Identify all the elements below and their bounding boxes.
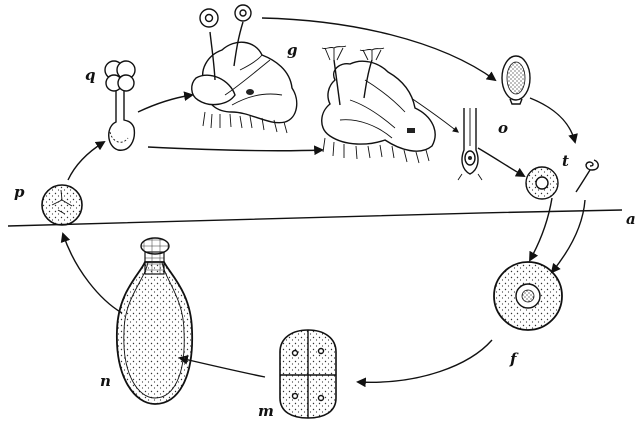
embryo-m [280,330,336,418]
arrow-o-to-t [530,98,575,142]
arrow-egg-to-f [530,198,552,260]
arrow-f-to-m [358,340,492,382]
female-moss-plant [322,46,435,163]
arrow-q-to-right-plant [148,147,322,151]
generation-divider-line [8,210,622,226]
label-g: g [287,41,298,59]
archegonium [458,108,482,180]
label-f: f [509,350,519,368]
label-q: q [85,66,96,84]
spermatozoid-t [576,160,598,192]
label-o: o [498,119,508,137]
label-p: p [14,183,25,201]
arrow-m-to-n [180,358,265,377]
fertilized-egg-f [494,262,562,330]
spore-p [42,185,82,225]
arrow-n-to-p [63,234,122,313]
antheridium-o [502,56,530,104]
sporophyte-n [117,238,192,404]
protonema-q [105,61,135,150]
label-m: m [258,402,274,420]
arrow-p-to-q [68,142,104,180]
label-t: t [562,152,569,170]
label-n: n [100,372,111,390]
male-moss-plant-g [192,5,297,133]
egg-cell [526,167,558,199]
arrow-q-to-g [138,95,192,112]
arrow-archegonium-to-egg [478,148,524,176]
label-a: a [626,210,636,228]
